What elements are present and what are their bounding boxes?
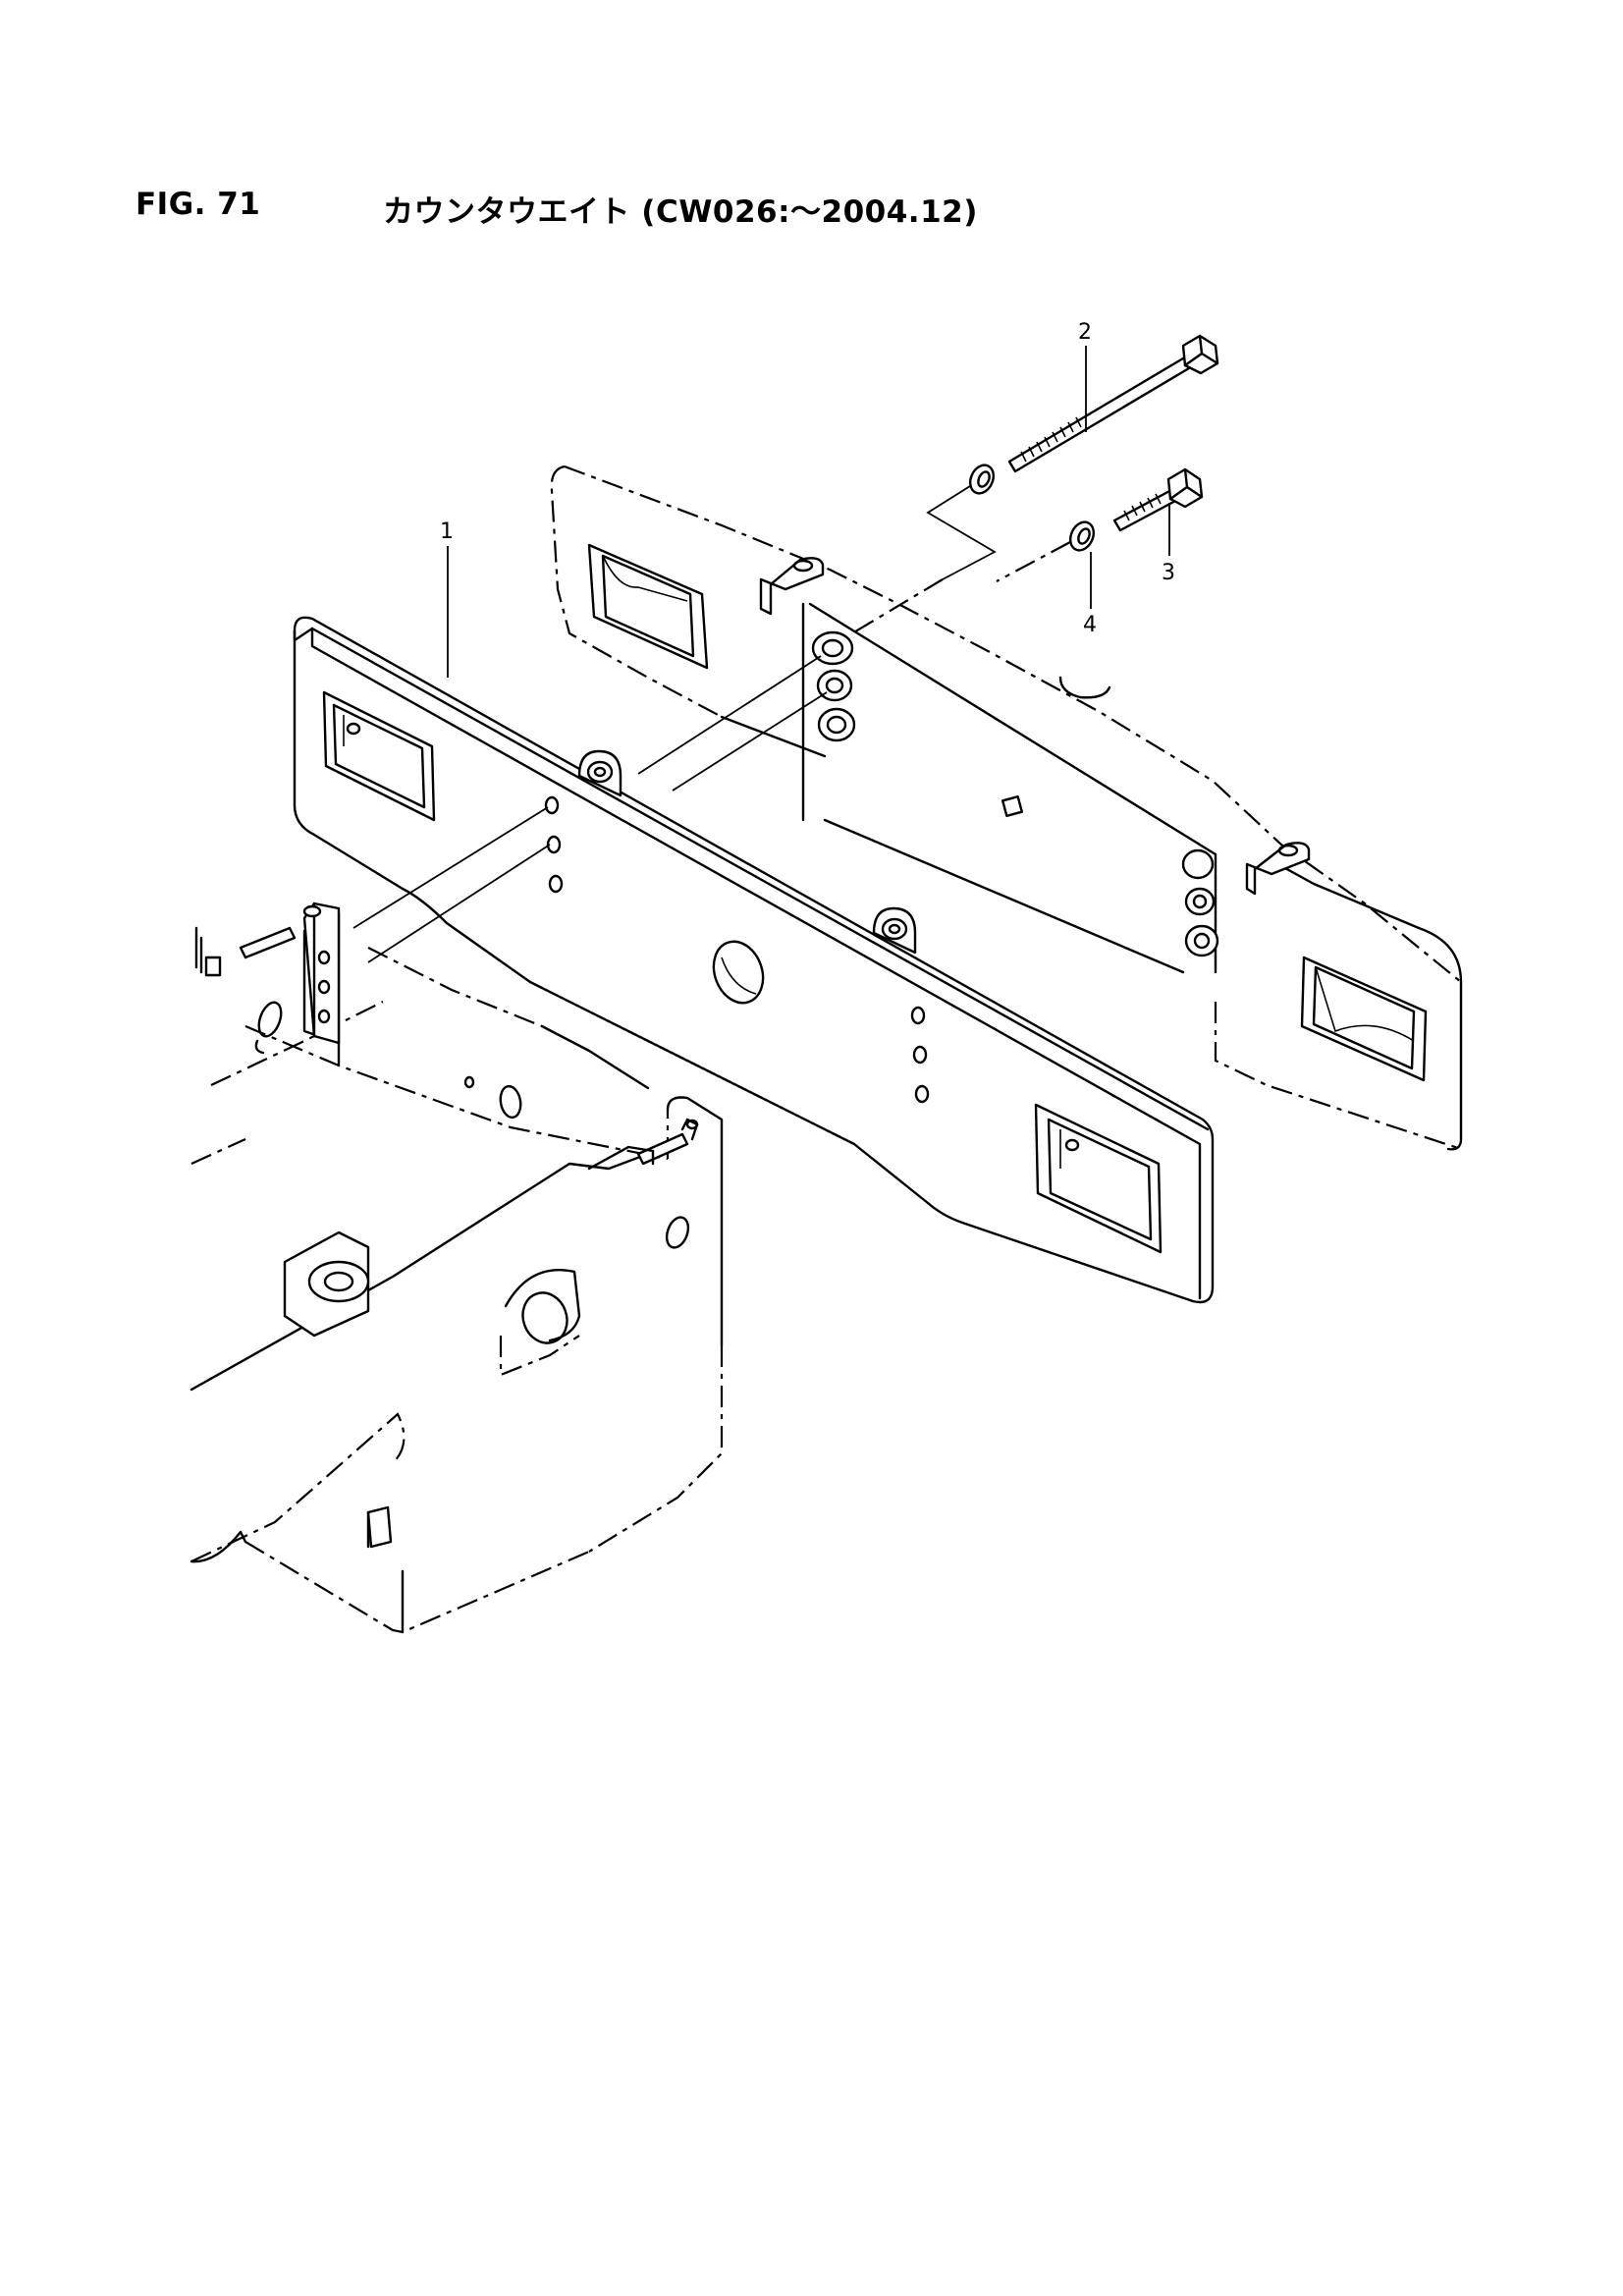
short-bolt <box>1112 467 1204 532</box>
lower-washer <box>1068 520 1096 552</box>
front-counterweight <box>293 616 1215 1304</box>
rear-counterweight-phantom <box>550 465 1463 1151</box>
upper-washer <box>968 464 996 495</box>
assembly-lines <box>352 485 1071 963</box>
callout-label-3: 3 <box>1162 561 1175 585</box>
callout-1: 1 <box>440 519 454 678</box>
callout-label-1: 1 <box>440 519 454 544</box>
callout-label-4: 4 <box>1083 613 1097 637</box>
long-bolt <box>1007 334 1219 473</box>
figure-title: カウンタウエイト (CW026:～2004.12) <box>383 194 978 230</box>
callout-label-2: 2 <box>1078 320 1092 345</box>
callout-2: 2 <box>1078 320 1092 432</box>
callout-4: 4 <box>1083 552 1097 637</box>
figure-number: FIG. 71 <box>135 187 261 222</box>
machine-frame <box>189 902 724 1634</box>
callout-3: 3 <box>1162 503 1175 585</box>
